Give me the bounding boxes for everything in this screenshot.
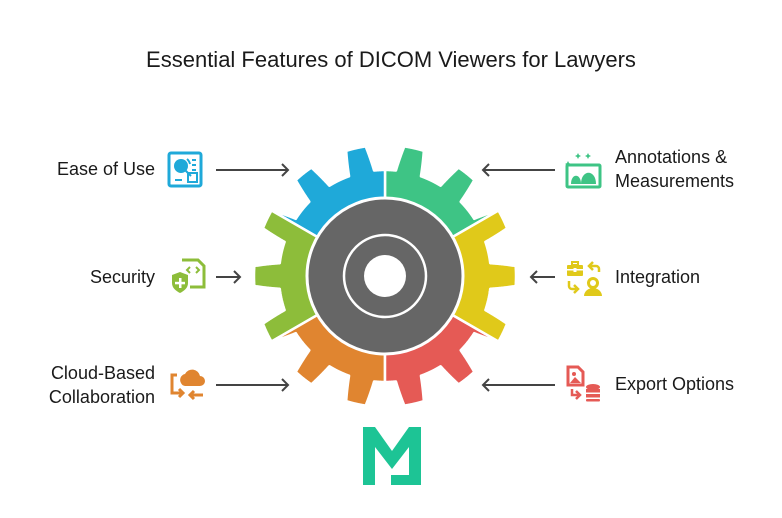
- feature-label-integration: Integration: [615, 265, 700, 289]
- feature-label-line: Ease of Use: [56, 159, 155, 179]
- feature-label-line: Export Options: [615, 374, 735, 394]
- arrow-cloud-based-collaboration: [216, 378, 290, 392]
- shield-document-icon: [168, 257, 208, 297]
- feature-label-cloud-based-collaboration: Cloud-Based Collaboration: [49, 361, 155, 409]
- arrow-export-options: [481, 378, 555, 392]
- gear-center-hole: [364, 255, 406, 297]
- arrow-security: [216, 270, 242, 284]
- feature-label-export-options: Export Options: [615, 372, 734, 396]
- arrow-ease-of-use: [216, 163, 290, 177]
- brand-logo: [363, 427, 421, 485]
- feature-label-line: Integration: [615, 267, 701, 287]
- feature-label-annotations-measurements: Annotations & Measurements: [615, 145, 734, 193]
- feature-label-line: Cloud-Based: [50, 363, 155, 383]
- gear-inner-ring: [342, 233, 428, 319]
- feature-label-line: Collaboration: [48, 387, 155, 407]
- feature-label-security: Security: [90, 265, 155, 289]
- feature-label-line: Measurements: [615, 171, 735, 191]
- feature-label-line: Security: [89, 267, 155, 287]
- cloud-sync-icon: [167, 365, 207, 405]
- image-sparkle-icon: [563, 151, 603, 191]
- arrow-annotations-measurements: [481, 163, 555, 177]
- feature-label-ease-of-use: Ease of Use: [57, 157, 155, 181]
- briefcase-person-exchange-icon: [563, 258, 603, 298]
- feature-label-line: Annotations &: [615, 147, 728, 167]
- user-interface-icon: [165, 150, 205, 190]
- arrow-integration: [529, 270, 555, 284]
- diagram-title: Essential Features of DICOM Viewers for …: [146, 47, 636, 72]
- image-to-database-icon: [563, 363, 603, 403]
